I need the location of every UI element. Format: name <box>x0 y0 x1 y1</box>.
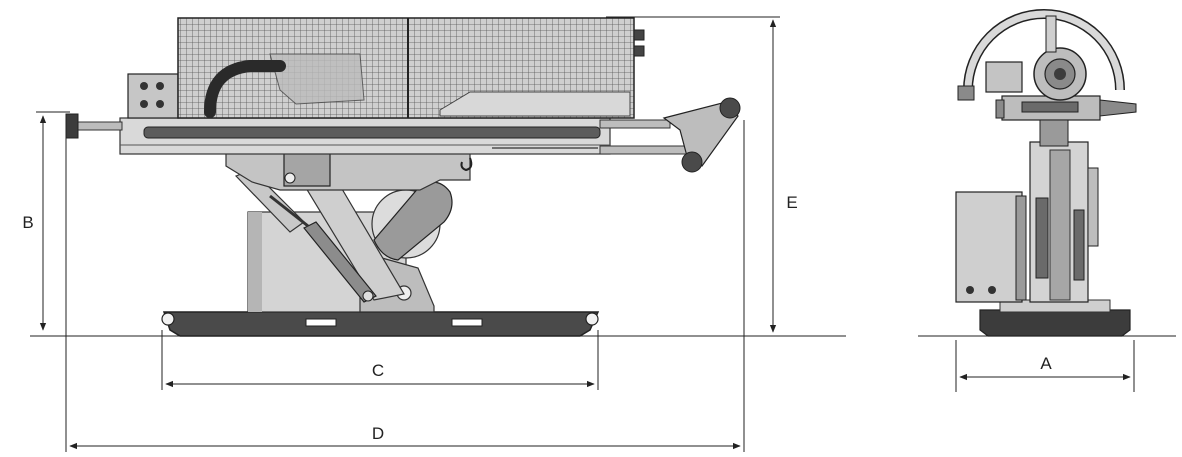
rod-tip <box>65 113 79 139</box>
front-clamp <box>1039 119 1069 147</box>
front-rod-upper <box>599 119 671 129</box>
feed-mast-rail <box>143 126 601 139</box>
head-bolt-2 <box>156 82 164 90</box>
side-view: B E C D <box>22 16 846 452</box>
power-box-knob-2 <box>988 286 996 294</box>
carriage-bolt <box>284 172 296 184</box>
front-head-slot <box>1021 101 1079 113</box>
guard-ring-inner <box>964 10 1124 91</box>
roller-wheel-bottom <box>681 151 703 173</box>
head-bolt-3 <box>140 100 148 108</box>
sled-slot-left <box>305 318 337 327</box>
cylinder-end <box>362 290 374 302</box>
head-bolt-1 <box>140 82 148 90</box>
front-cylinder-2 <box>1073 209 1085 281</box>
hose-chain <box>204 60 286 118</box>
hook <box>460 157 473 172</box>
front-mast-top <box>1045 15 1057 53</box>
power-box <box>955 191 1023 303</box>
sled-roller-right <box>585 312 599 326</box>
front-cylinder-1 <box>1035 197 1049 279</box>
front-base-skid <box>979 309 1131 337</box>
sled-roller-left <box>161 312 175 326</box>
dimension-label-c: C <box>372 361 384 380</box>
sled-slot-right <box>451 318 483 327</box>
hydraulic-cylinder <box>303 221 377 303</box>
front-column-shade <box>1049 149 1071 301</box>
cylinder-rod <box>269 194 309 228</box>
dimension-label-a: A <box>1040 354 1052 373</box>
drill-rod <box>75 121 123 131</box>
front-view <box>918 9 1176 392</box>
cage-inner-block <box>269 53 365 105</box>
front-side-bracket-right <box>1099 99 1137 117</box>
front-motor-box <box>985 61 1023 93</box>
front-rod-lower <box>599 145 691 155</box>
sled-base <box>162 311 600 337</box>
power-box-knob-1 <box>966 286 974 294</box>
dimension-label-e: E <box>786 193 797 212</box>
front-rotation-hub-core <box>1054 68 1066 80</box>
lower-housing-shadow <box>248 212 262 312</box>
dimension-label-d: D <box>372 424 384 443</box>
cage-connector-1 <box>633 29 645 41</box>
head-bolt-4 <box>156 100 164 108</box>
roller-wheel-top <box>719 97 741 119</box>
cage-connector-2 <box>633 45 645 57</box>
power-box-side <box>1015 195 1027 301</box>
cage-inner-panel <box>439 91 631 117</box>
guard-ring-tab-left <box>957 85 975 101</box>
rotation-head <box>127 73 179 119</box>
dimension-label-b: B <box>22 213 33 232</box>
front-column-side-plate <box>1087 167 1099 247</box>
front-side-bracket-left <box>995 99 1005 119</box>
